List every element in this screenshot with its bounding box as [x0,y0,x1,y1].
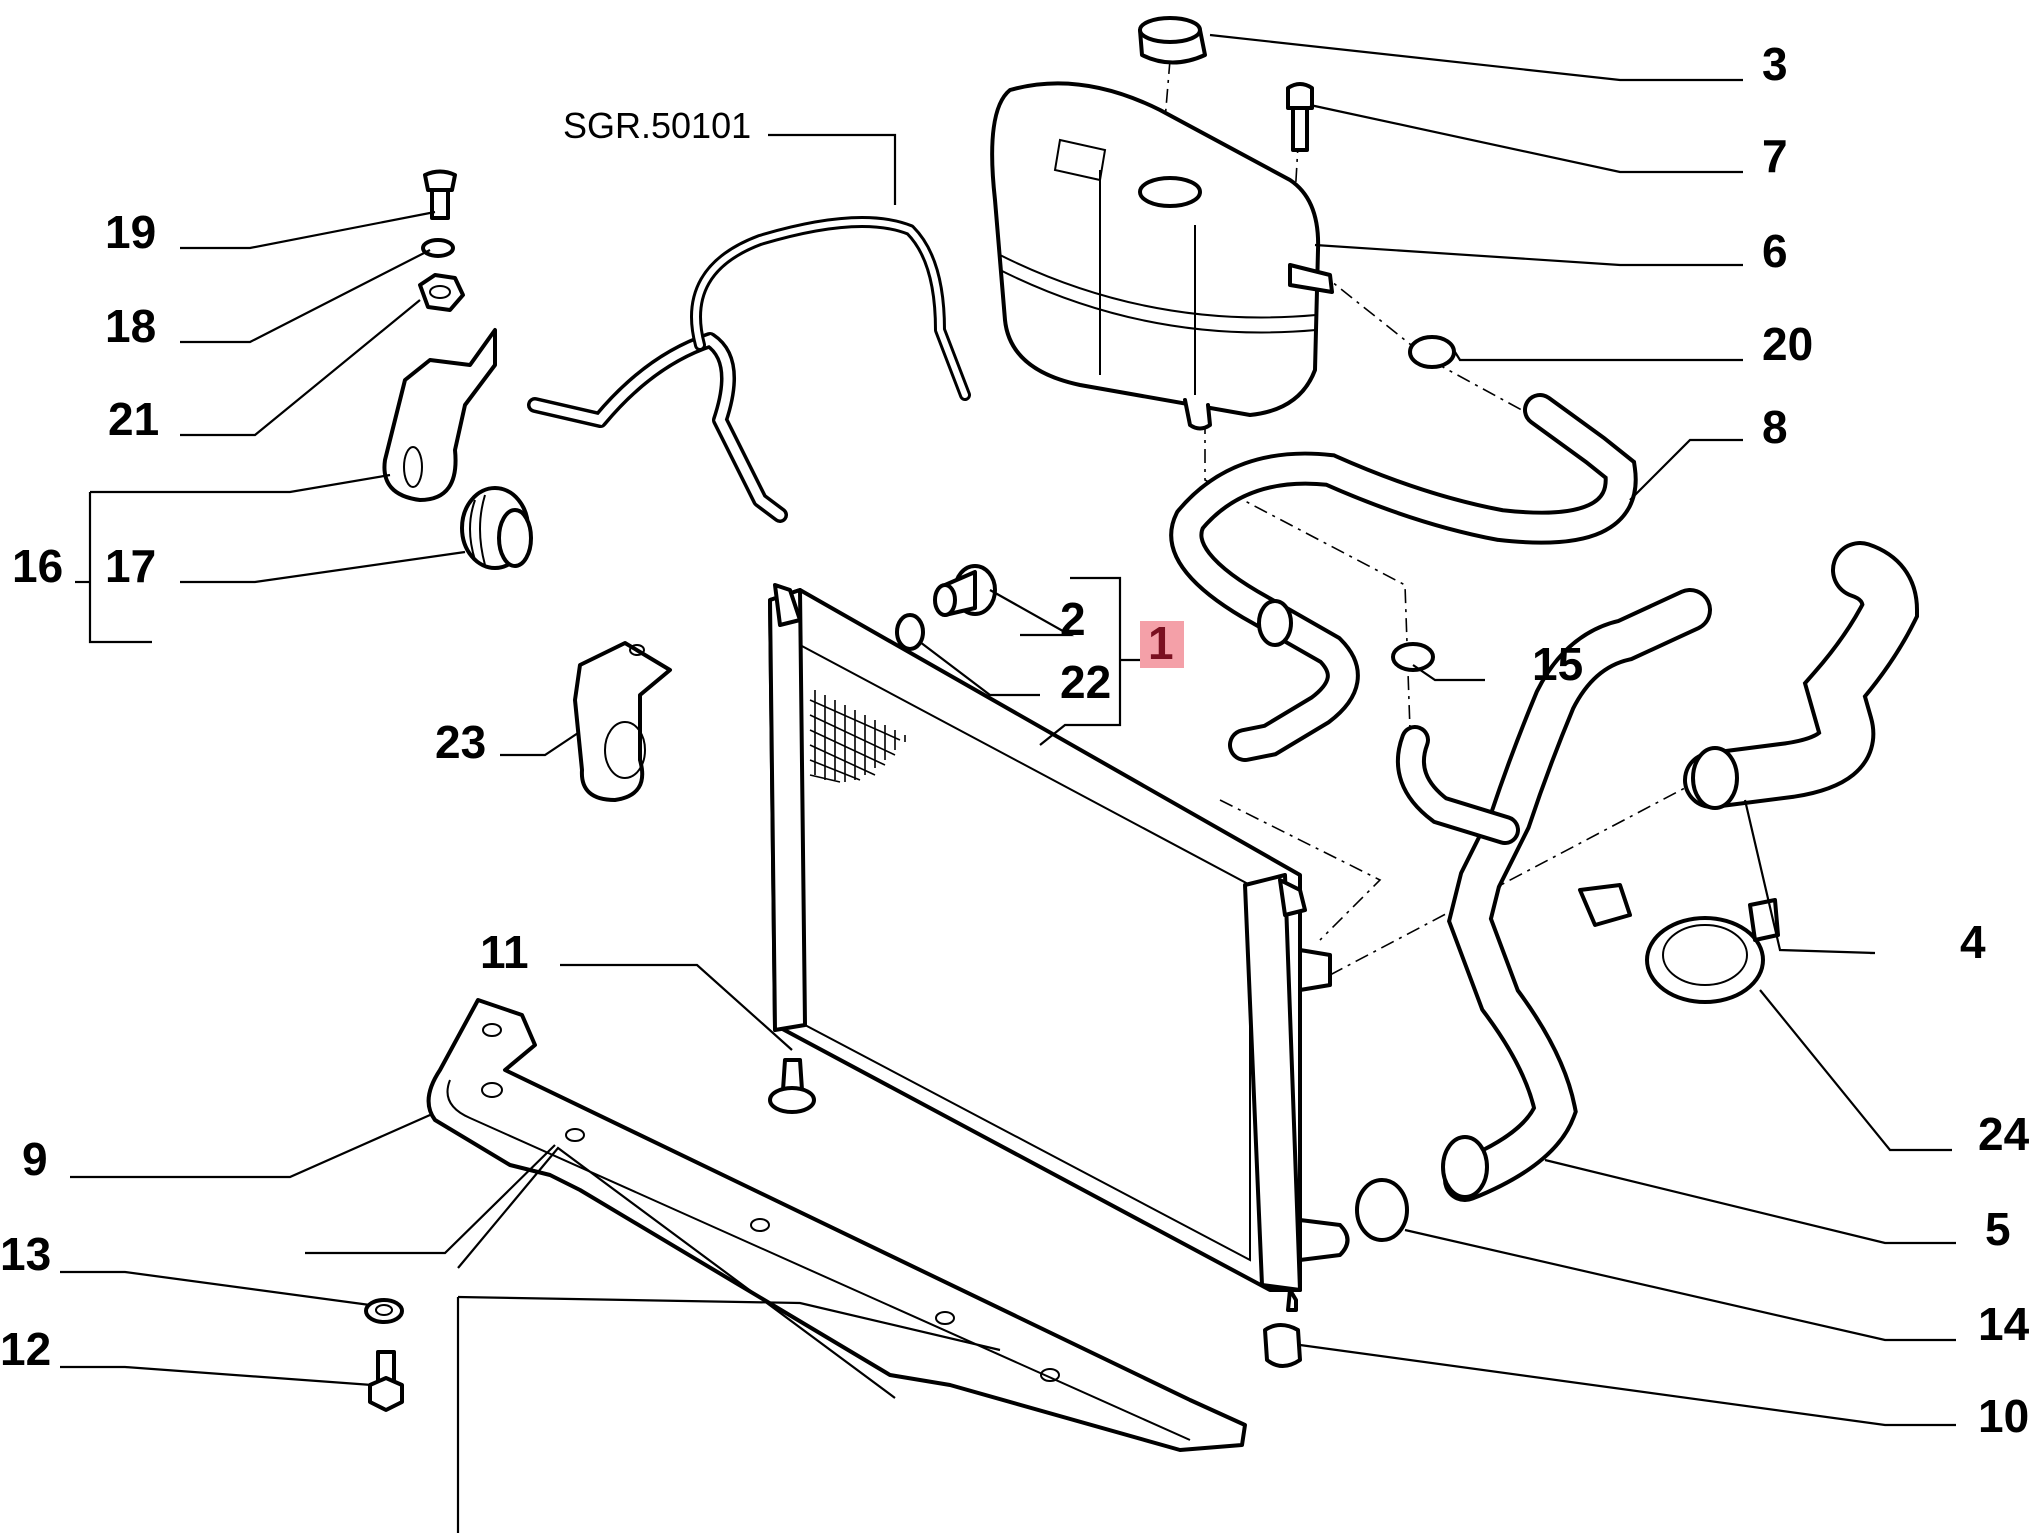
washer-18[interactable] [421,238,455,258]
part-label-17[interactable]: 17 [105,540,156,592]
overflow-hose[interactable] [527,216,971,523]
part-label-2[interactable]: 2 [1060,593,1086,645]
seal-ring-22[interactable] [895,613,925,651]
part-label-7[interactable]: 7 [1762,130,1788,182]
part-label-20[interactable]: 20 [1762,318,1813,370]
clip-24[interactable] [1578,883,1780,1004]
part-labels: SGR.50101 1 2 22 3 7 6 20 8 15 4 24 5 14… [0,38,2030,1442]
part-label-3[interactable]: 3 [1762,38,1788,90]
grommet-17[interactable] [460,486,533,570]
radiator-core-mesh [809,690,906,783]
part-label-11[interactable]: 11 [480,926,529,978]
part-label-14[interactable]: 14 [1978,1298,2030,1350]
leader-lines [60,33,1956,1533]
part-label-8[interactable]: 8 [1762,401,1788,453]
clamp-14[interactable] [1355,1178,1409,1242]
clamp-15[interactable] [1391,642,1435,672]
mount-10[interactable] [1263,1323,1302,1368]
part-label-24[interactable]: 24 [1978,1108,2030,1160]
part-label-6[interactable]: 6 [1762,225,1788,277]
part-label-21[interactable]: 21 [108,393,159,445]
part-label-23[interactable]: 23 [435,716,486,768]
bolt-12[interactable] [368,1350,404,1412]
crossmember-9[interactable] [426,998,1247,1452]
part-label-10[interactable]: 10 [1978,1390,2029,1442]
bracket-23[interactable] [573,641,672,802]
part-label-13[interactable]: 13 [0,1228,51,1280]
tank-cap[interactable] [1138,16,1207,65]
clamp-20[interactable] [1408,335,1456,369]
part-label-12[interactable]: 12 [0,1323,51,1375]
bracket-16[interactable] [382,328,497,502]
part-label-22[interactable]: 22 [1060,656,1111,708]
part-label-4[interactable]: 4 [1960,916,1986,968]
highlight-box [1140,621,1184,668]
part-label-16[interactable]: 16 [12,540,63,592]
expansion-tank[interactable] [990,81,1334,431]
washer-13[interactable] [364,1298,404,1324]
hose-4[interactable] [1683,541,1920,810]
pin-11[interactable] [768,1058,816,1114]
part-label-18[interactable]: 18 [105,300,156,352]
screw-19[interactable] [423,169,457,220]
plug-2[interactable] [933,564,997,617]
part-label-9[interactable]: 9 [22,1133,48,1185]
part-label-5[interactable]: 5 [1985,1203,2011,1255]
radiator[interactable] [768,583,1350,1312]
reference-code-label[interactable]: SGR.50101 [563,105,751,146]
part-label-1[interactable]: 1 [1148,617,1174,669]
part-label-15[interactable]: 15 [1532,638,1583,690]
nut-21[interactable] [418,273,465,312]
part-label-19[interactable]: 19 [105,206,156,258]
hose-5[interactable] [1395,588,1712,1202]
bolt-7[interactable] [1286,82,1314,152]
hose-8[interactable] [1169,393,1638,762]
